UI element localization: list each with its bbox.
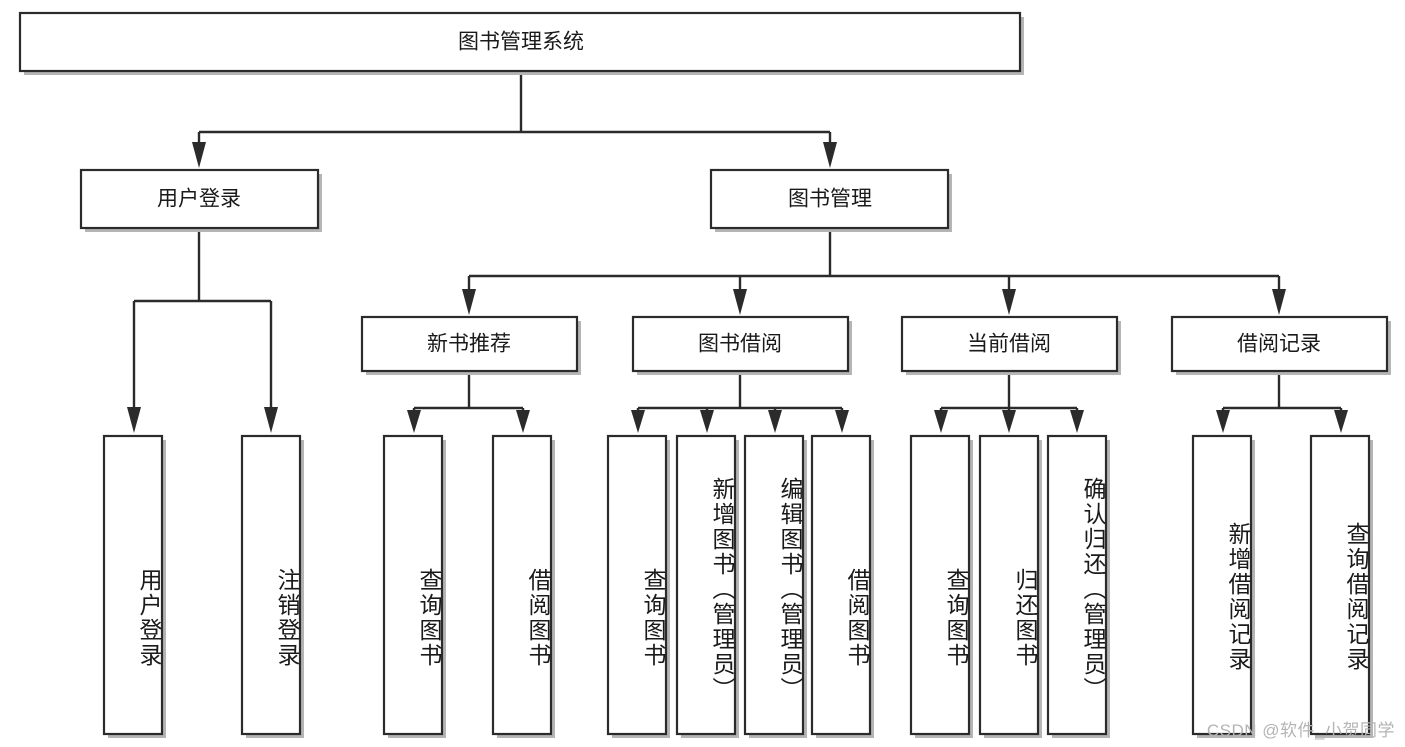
node-borrow-record[interactable]: 借阅记录 (1170, 315, 1391, 375)
connector-group-user-login (127, 232, 278, 433)
arrowhead-book-borrow (733, 289, 747, 315)
arrowhead-leaf-query-book-2 (631, 410, 645, 433)
node-user-login-box[interactable] (79, 168, 320, 230)
arrowhead-leaf-add-book (700, 410, 714, 433)
arrowhead-leaf-user-login (127, 407, 141, 433)
node-root-label: 图书管理系统 (458, 31, 584, 54)
leaf-node-logout[interactable] (240, 434, 304, 738)
connector-group-new-book-recommend (407, 375, 530, 433)
node-book-borrow-label: 图书借阅 (698, 333, 782, 356)
leaf-add-book-box[interactable] (675, 434, 737, 736)
node-book-management-label: 图书管理 (788, 188, 872, 211)
arrowhead-user-login (192, 142, 206, 168)
arrowhead-leaf-add-record (1216, 410, 1230, 433)
node-root[interactable]: 图书管理系统 (18, 11, 1024, 75)
leaf-logout-box[interactable] (240, 434, 302, 736)
arrowhead-leaf-borrow-book-1 (516, 410, 530, 433)
csdn-watermark: CSDN @软件_小贺同学 (1206, 721, 1395, 740)
leaf-query-book-2-box[interactable] (606, 434, 668, 736)
leaf-borrow-book-2-box[interactable] (810, 434, 872, 736)
leaf-node-user-login[interactable] (102, 434, 166, 738)
arrowhead-leaf-query-book-3 (934, 410, 948, 433)
connector-group-book-management (462, 232, 1286, 315)
arrowhead-leaf-return-book (1002, 410, 1016, 433)
node-root-box[interactable] (18, 11, 1022, 73)
leaf-node-borrow-book-1[interactable] (491, 434, 555, 738)
connector-group-borrow-record (1216, 375, 1348, 433)
leaf-borrow-book-1-box[interactable] (491, 434, 553, 736)
leaf-query-record-box[interactable] (1309, 434, 1371, 736)
arrowhead-leaf-confirm-return (1070, 410, 1084, 433)
node-new-book-recommend-box[interactable] (360, 315, 579, 373)
connector-group-current-borrow (934, 375, 1084, 433)
node-book-management-box[interactable] (709, 168, 950, 230)
node-current-borrow-label: 当前借阅 (967, 333, 1051, 356)
node-new-book-recommend-label: 新书推荐 (427, 333, 511, 356)
leaf-return-book-box[interactable] (978, 434, 1040, 736)
connector-group-book-borrow (631, 375, 849, 433)
node-user-login-label: 用户登录 (157, 188, 241, 211)
node-borrow-record-box[interactable] (1170, 315, 1389, 373)
arrowhead-leaf-borrow-book-2 (835, 410, 849, 433)
leaf-node-query-book-3[interactable] (909, 434, 973, 738)
arrowhead-book-management (823, 142, 837, 168)
node-book-borrow[interactable]: 图书借阅 (631, 315, 852, 375)
leaf-query-book-1-box[interactable] (382, 434, 444, 736)
connector-group-root (192, 75, 837, 168)
arrowhead-current-borrow (1002, 289, 1016, 315)
leaf-node-edit-book[interactable] (743, 434, 807, 738)
leaf-node-confirm-return[interactable] (1046, 434, 1110, 738)
arrowhead-leaf-edit-book (768, 410, 782, 433)
node-book-borrow-box[interactable] (631, 315, 850, 373)
leaf-node-query-book-2[interactable] (606, 434, 670, 738)
node-current-borrow-box[interactable] (900, 315, 1119, 373)
leaf-node-add-record[interactable] (1191, 434, 1255, 738)
leaf-add-record-box[interactable] (1191, 434, 1253, 736)
leaf-node-return-book[interactable] (978, 434, 1042, 738)
leaf-node-borrow-book-2[interactable] (810, 434, 874, 738)
arrowhead-leaf-logout (264, 407, 278, 433)
arrowhead-new-book-recommend (462, 289, 476, 315)
node-current-borrow[interactable]: 当前借阅 (900, 315, 1121, 375)
leaf-confirm-return-box[interactable] (1046, 434, 1108, 736)
leaf-node-query-record[interactable] (1309, 434, 1373, 738)
leaf-node-add-book[interactable] (675, 434, 739, 738)
node-user-login[interactable]: 用户登录 (79, 168, 322, 232)
leaf-node-query-book-1[interactable] (382, 434, 446, 738)
node-borrow-record-label: 借阅记录 (1237, 333, 1321, 356)
leaf-edit-book-box[interactable] (743, 434, 805, 736)
arrowhead-borrow-record (1272, 289, 1286, 315)
node-new-book-recommend[interactable]: 新书推荐 (360, 315, 581, 375)
arrowhead-leaf-query-record (1334, 410, 1348, 433)
leaf-query-book-3-box[interactable] (909, 434, 971, 736)
arrowhead-leaf-query-book-1 (407, 410, 421, 433)
leaf-user-login-box[interactable] (102, 434, 164, 736)
node-book-management[interactable]: 图书管理 (709, 168, 952, 232)
